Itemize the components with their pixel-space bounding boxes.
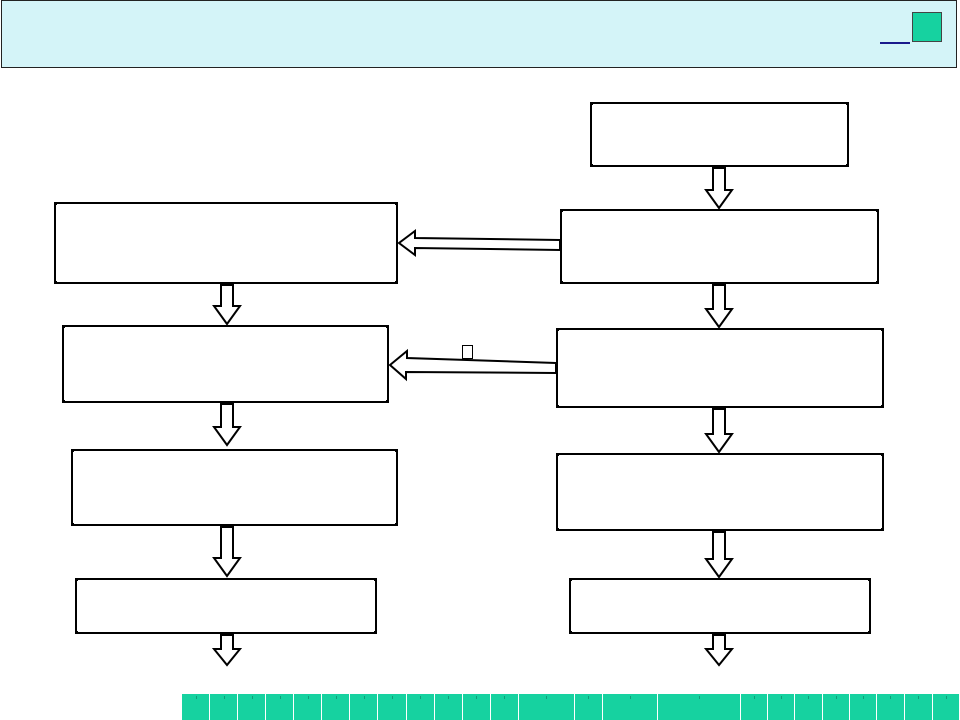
- header-link-underline[interactable]: [880, 42, 910, 44]
- flow-box-right-1: [560, 209, 879, 284]
- nav-cell[interactable]: [741, 694, 769, 720]
- nav-cell[interactable]: [294, 694, 323, 720]
- nav-cell[interactable]: [932, 694, 960, 720]
- nav-cell[interactable]: [518, 694, 575, 720]
- arrow-down-right-0: [704, 167, 734, 210]
- arrow-down-left-2: [212, 403, 242, 447]
- nav-cell[interactable]: [658, 694, 742, 720]
- nav-cell[interactable]: [266, 694, 295, 720]
- nav-cell[interactable]: [322, 694, 351, 720]
- nav-cell[interactable]: [210, 694, 239, 720]
- flow-box-right-2: [556, 328, 884, 408]
- flow-box-left-3: [71, 449, 398, 526]
- arrow-down-left-4: [211, 634, 243, 667]
- arrow-down-left-3: [212, 526, 242, 578]
- arrow-down-left-1: [212, 284, 242, 326]
- flow-box-left-2: [62, 325, 389, 403]
- nav-cell[interactable]: [574, 694, 603, 720]
- flow-box-right-4: [569, 578, 871, 634]
- header-square-icon[interactable]: [912, 12, 942, 42]
- nav-cell[interactable]: [462, 694, 491, 720]
- flow-box-right-3: [556, 453, 884, 531]
- arrow-left-top: [397, 229, 561, 257]
- header-bar: [1, 0, 957, 68]
- flow-box-left-1: [54, 202, 398, 284]
- bottom-navigation-strip[interactable]: [182, 694, 960, 720]
- arrow-down-right-2: [704, 408, 734, 454]
- nav-cell[interactable]: [238, 694, 267, 720]
- arrow-down-right-1: [704, 284, 734, 329]
- nav-cell[interactable]: [182, 694, 211, 720]
- arrow-left-middle: [388, 348, 557, 382]
- marker-square: [462, 345, 473, 359]
- flow-box-right-0: [590, 102, 849, 167]
- nav-cell[interactable]: [350, 694, 379, 720]
- nav-cell[interactable]: [378, 694, 407, 720]
- arrow-down-right-4: [703, 634, 735, 667]
- nav-cell[interactable]: [849, 694, 877, 720]
- nav-cell[interactable]: [795, 694, 823, 720]
- nav-cell[interactable]: [434, 694, 463, 720]
- nav-cell[interactable]: [904, 694, 933, 720]
- nav-cell[interactable]: [822, 694, 850, 720]
- nav-cell[interactable]: [602, 694, 659, 720]
- nav-cell[interactable]: [876, 694, 905, 720]
- arrow-down-right-3: [704, 531, 734, 579]
- flow-box-left-4: [75, 578, 377, 634]
- nav-cell[interactable]: [768, 694, 796, 720]
- nav-cell[interactable]: [490, 694, 519, 720]
- nav-cell[interactable]: [406, 694, 435, 720]
